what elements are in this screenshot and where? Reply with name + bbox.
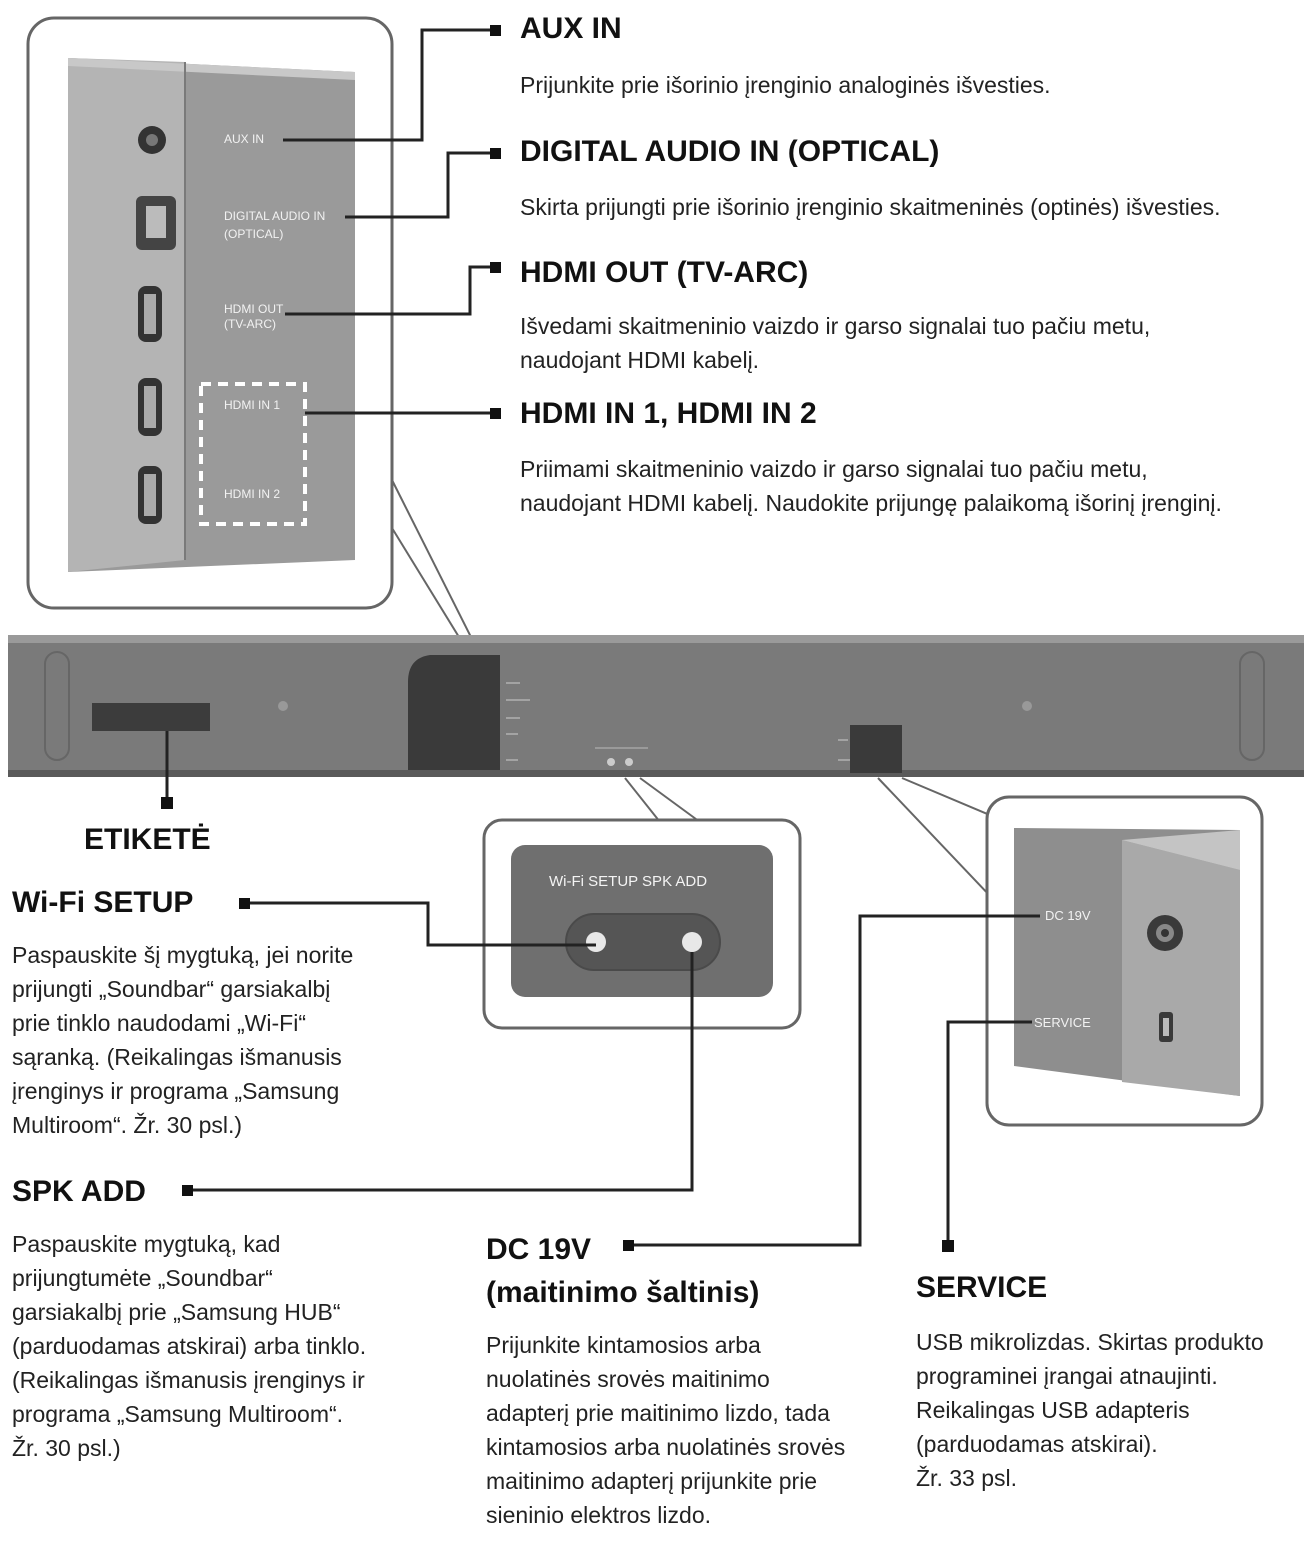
label-marker <box>161 797 173 809</box>
hdmi-out-desc: Išvedami skaitmeninio vaizdo ir garso si… <box>520 313 1151 373</box>
power-recess <box>850 725 902 773</box>
panel-optical-label-1: DIGITAL AUDIO IN <box>224 209 326 223</box>
spk-title: SPK ADD <box>12 1175 146 1208</box>
spk-marker <box>182 1185 193 1196</box>
label-plate <box>92 703 210 731</box>
aux-marker <box>490 25 501 36</box>
wifi-setup-button[interactable] <box>586 932 606 952</box>
panel-hdmi-in1-label: HDMI IN 1 <box>224 398 281 412</box>
dc-desc: Prijunkite kintamosios arba nuolatinės s… <box>486 1332 846 1528</box>
aux-title: AUX IN <box>520 12 622 45</box>
spk-desc: Paspauskite mygtuką, kad prijungtumėte „… <box>12 1231 367 1461</box>
port-panel-side <box>68 58 185 572</box>
port-recess <box>408 655 500 770</box>
hdmi-in-marker <box>490 408 501 419</box>
service-marker <box>942 1240 954 1252</box>
power-service-label: SERVICE <box>1034 1015 1091 1030</box>
panel-hdmi-in2-label: HDMI IN 2 <box>224 487 281 501</box>
panel-hdmi-out-label-1: HDMI OUT <box>224 302 284 316</box>
service-desc: USB mikrolizdas. Skirtas produkto progra… <box>916 1329 1264 1491</box>
panel-optical-label-2: (OPTICAL) <box>224 227 284 241</box>
wifi-desc: Paspauskite šį mygtuką, jei norite priju… <box>12 942 354 1138</box>
spk-add-button[interactable] <box>682 932 702 952</box>
panel-hdmi-out-label-2: (TV-ARC) <box>224 317 276 331</box>
aux-desc: Prijunkite prie išorinio įrenginio analo… <box>520 72 1051 98</box>
power-dc-label: DC 19V <box>1045 908 1091 923</box>
hdmi-out-marker <box>490 262 501 273</box>
dc-title-1: DC 19V <box>486 1233 592 1266</box>
hdmi-in-highlight <box>199 382 307 526</box>
panel-aux-label: AUX IN <box>224 132 265 146</box>
hdmi-out-title: HDMI OUT (TV-ARC) <box>520 256 809 289</box>
optical-title: DIGITAL AUDIO IN (OPTICAL) <box>520 135 940 168</box>
wifi-title: Wi-Fi SETUP <box>12 886 194 919</box>
soundbar-body <box>8 635 1304 777</box>
label-title: ETIKETĖ <box>84 823 211 856</box>
optical-desc: Skirta prijungti prie išorinio įrenginio… <box>520 194 1221 220</box>
hdmi-in-desc: Priimami skaitmeninio vaizdo ir garso si… <box>520 456 1222 516</box>
dc-marker <box>623 1240 634 1251</box>
optical-marker <box>490 148 501 159</box>
hdmi-in-title: HDMI IN 1, HDMI IN 2 <box>520 397 817 430</box>
wifi-marker <box>239 898 250 909</box>
button-panel-label: Wi-Fi SETUP SPK ADD <box>549 873 708 890</box>
dc-title-2: (maitinimo šaltinis) <box>486 1276 760 1309</box>
service-title: SERVICE <box>916 1271 1048 1304</box>
